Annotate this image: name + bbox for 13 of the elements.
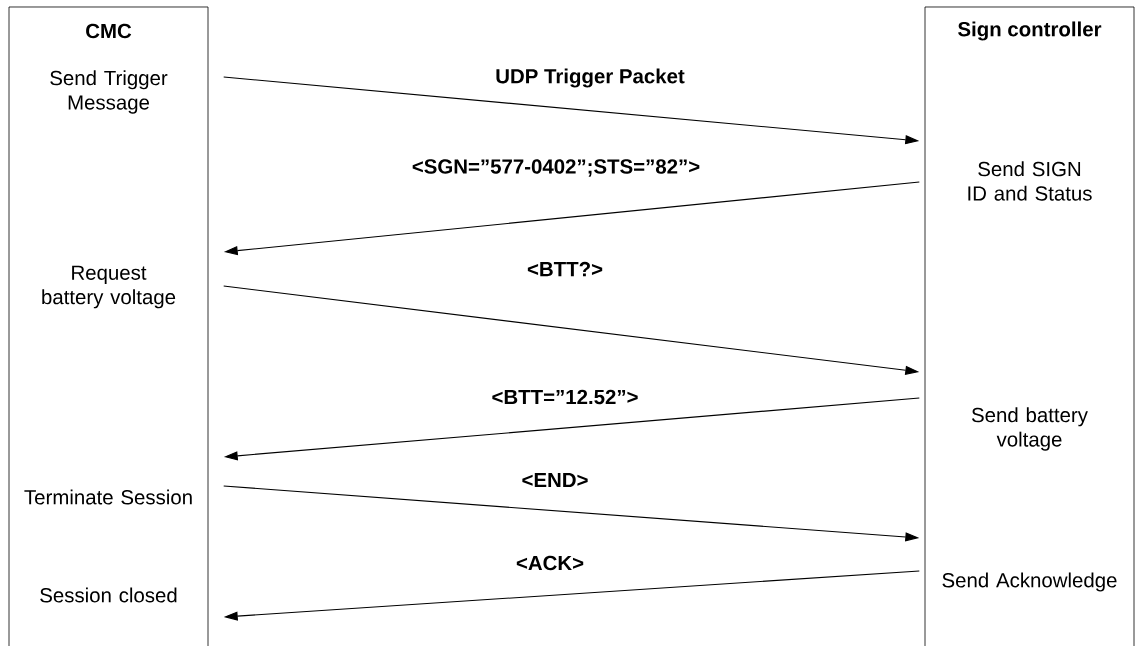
edge-label: <ACK>: [514, 554, 586, 572]
step-text: Send Acknowledge: [942, 572, 1117, 592]
edge-label: <SGN=”577-0402”;STS=”82”>: [410, 158, 702, 178]
step-text: Session closed: [40, 587, 177, 603]
edge-label: <BTT?>: [526, 260, 604, 278]
step-text: Send Trigger Message: [50, 70, 168, 114]
edge-label: UDP Trigger Packet: [494, 67, 686, 89]
edge-label: <BTT=”12.52”>: [490, 388, 640, 406]
step-text: Terminate Session: [24, 489, 192, 505]
step-text: Send battery voltage: [971, 407, 1088, 451]
edge-label: <END>: [520, 471, 590, 488]
step-text: Send SIGN ID and Status: [968, 161, 1092, 201]
step-text: Request battery voltage: [42, 265, 176, 309]
